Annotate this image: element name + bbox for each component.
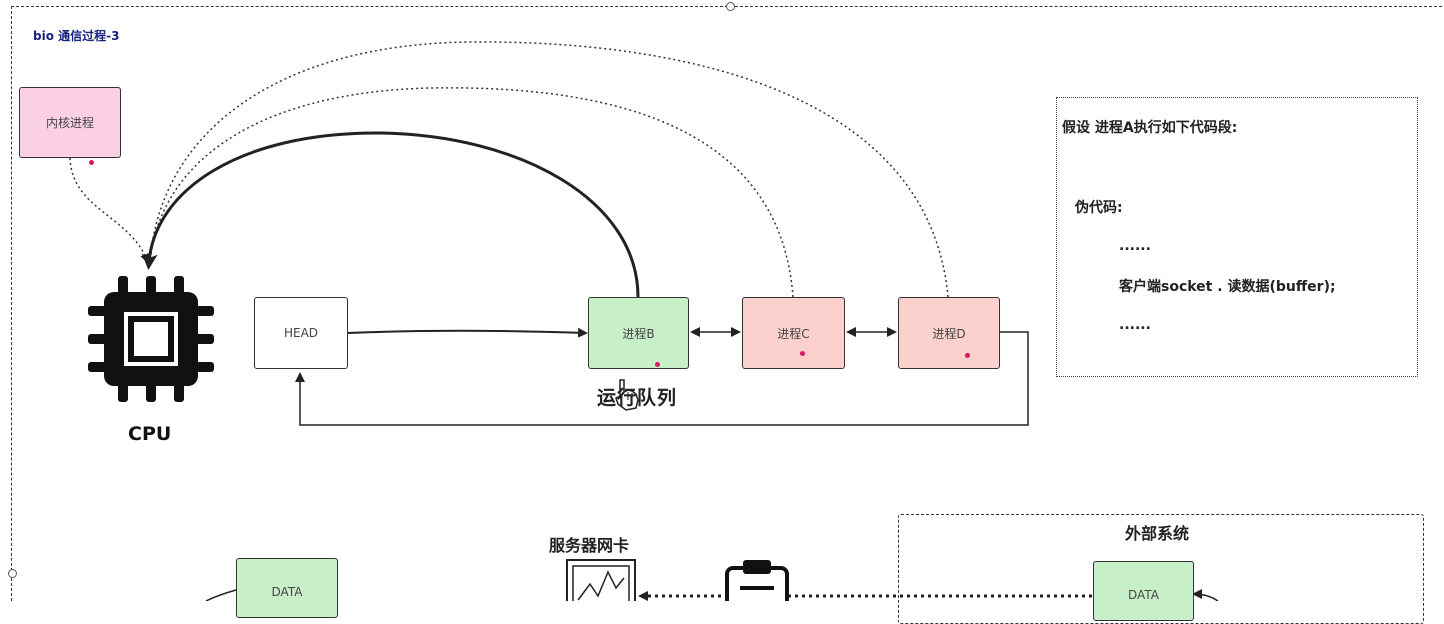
process-b-box[interactable]: 进程B [588,297,689,369]
process-b-marker [655,362,660,367]
code-panel: 假设 进程A执行如下代码段: 伪代码: ...... 客户端socket . 读… [1056,97,1418,377]
code-line-1: ...... [1119,238,1151,254]
process-d-label: 进程D [932,326,966,341]
kernel-process-label: 内核进程 [45,116,94,130]
process-d-box[interactable]: 进程D [898,297,1000,369]
run-queue-label: 运行队列 [597,387,678,409]
server-nic-monitor-icon [566,559,636,601]
data-right-connector [1192,589,1219,601]
process-d-to-head-loop [295,331,1029,426]
hand-cursor-icon [615,379,639,411]
process-c-marker [800,351,805,356]
kernel-process-marker [89,160,94,165]
process-c-label: 进程C [777,326,810,341]
clipboard-icon [725,560,789,601]
data-left-box[interactable]: DATA [236,558,338,618]
cpu-label: CPU [128,423,172,445]
queue-head-label: HEAD [283,326,319,340]
process-b-to-cpu-connector [141,131,640,298]
resize-handle-top[interactable] [726,2,735,11]
process-c-box[interactable]: 进程C [742,297,845,369]
pseudo-code-label: 伪代码: [1075,200,1123,216]
data-right-label: DATA [1128,588,1159,602]
data-right-box[interactable]: DATA [1093,561,1194,621]
cpu-chip-icon [88,276,214,402]
code-line-2: 客户端socket . 读数据(buffer); [1119,279,1336,295]
data-left-connector [205,589,237,601]
server-nic-label: 服务器网卡 [549,536,630,555]
queue-head-box[interactable]: HEAD [254,297,348,369]
process-d-to-cpu-connector [149,41,949,298]
process-c-to-cpu-connector [149,87,794,298]
code-line-3: ...... [1119,317,1151,333]
external-system-title: 外部系统 [1125,524,1190,543]
process-d-marker [965,353,970,358]
connectors-layer [69,41,1219,601]
diagram-title: bio 通信过程-3 [33,29,120,43]
head-to-process-b-arrow [347,327,588,338]
resize-handle-left[interactable] [8,569,17,578]
process-b-label: 进程B [622,326,655,341]
code-heading: 假设 进程A执行如下代码段: [1062,120,1238,136]
data-left-label: DATA [271,585,303,599]
kernel-process-box[interactable]: 内核进程 [19,87,121,158]
kernel-to-cpu-connector [69,157,150,264]
